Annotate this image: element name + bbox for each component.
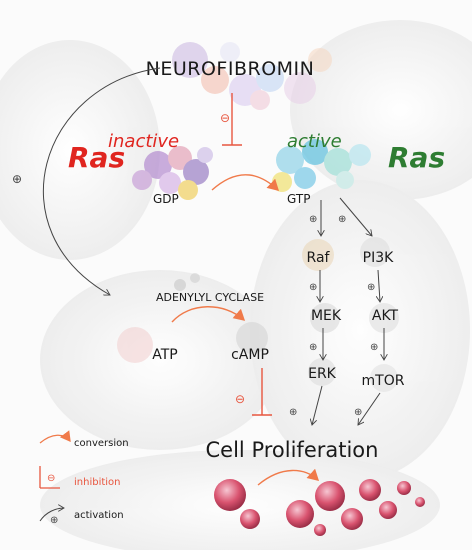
- svg-text:⊕: ⊕: [367, 282, 375, 293]
- raf-label: Raf: [307, 250, 331, 266]
- legend-activation-icon: ⊕: [39, 508, 64, 526]
- adenylyl-cyclase-label: ADENYLYL CYCLASE: [156, 291, 264, 304]
- svg-text:⊕: ⊕: [370, 342, 378, 353]
- camp-inhibits-proliferation: ⊖: [235, 368, 272, 416]
- gdp-label: GDP: [153, 192, 179, 206]
- erk-to-proliferation: ⊕: [289, 385, 323, 425]
- pi3k-label: PI3K: [363, 250, 394, 266]
- gtp-to-pi3k: ⊕: [338, 197, 372, 236]
- legend-inhibition-icon: ⊖: [39, 466, 60, 489]
- camp-label: cAMP: [231, 347, 269, 363]
- legend-activation-label: activation: [74, 510, 124, 521]
- atp-label: ATP: [152, 347, 177, 363]
- legend-conversion-icon: [39, 430, 71, 444]
- neurofibromin-activates-adenylyl-cyclase: ⊕: [12, 67, 161, 295]
- legend: conversion ⊖ inhibition ⊕ activation: [39, 430, 129, 526]
- svg-text:⊕: ⊕: [309, 342, 317, 353]
- inactive-label: inactive: [108, 131, 179, 152]
- mtor-label: mTOR: [362, 373, 405, 389]
- legend-inhibition-label: inhibition: [74, 477, 121, 488]
- raf-to-mek: ⊕: [309, 270, 320, 302]
- activate-symbol: ⊕: [12, 172, 22, 186]
- mek-label: MEK: [311, 308, 342, 324]
- mtor-to-proliferation: ⊕: [354, 392, 381, 425]
- mek-to-erk: ⊕: [309, 328, 323, 360]
- svg-text:⊕: ⊕: [309, 214, 317, 225]
- ras-inactive-molecule: [132, 146, 213, 200]
- neurofibromin-molecule: [172, 42, 332, 110]
- svg-text:⊕: ⊕: [50, 515, 58, 526]
- cell-proliferation-label: Cell Proliferation: [206, 438, 379, 462]
- svg-text:⊖: ⊖: [47, 473, 55, 484]
- ras-active-label: Ras: [388, 141, 445, 174]
- ras-inactive-label: Ras: [68, 141, 125, 174]
- ras-activation-arrow: [211, 174, 280, 191]
- inhibit-symbol: ⊖: [220, 111, 230, 125]
- svg-text:⊕: ⊕: [309, 282, 317, 293]
- active-label: active: [287, 131, 342, 152]
- pi3k-to-akt: ⊕: [367, 269, 380, 302]
- akt-label: AKT: [372, 308, 399, 324]
- gtp-to-raf: ⊕: [309, 200, 321, 236]
- svg-text:⊖: ⊖: [235, 392, 245, 406]
- cells-illustration: [214, 468, 425, 536]
- legend-conversion-label: conversion: [74, 438, 129, 449]
- erk-label: ERK: [308, 366, 337, 382]
- atp-to-camp-arrow: [171, 306, 246, 323]
- neurofibromin-inhibits-ras: ⊖: [220, 93, 242, 146]
- proliferation-arrow: [257, 468, 320, 486]
- pathway-molecules: [117, 237, 399, 392]
- svg-text:⊕: ⊕: [338, 214, 346, 225]
- akt-to-mtor: ⊕: [370, 328, 384, 360]
- svg-text:⊕: ⊕: [354, 407, 362, 418]
- svg-text:⊕: ⊕: [289, 407, 297, 418]
- ras-active-molecule: [272, 139, 371, 192]
- gtp-label: GTP: [287, 192, 310, 206]
- background-blobs: [0, 20, 472, 550]
- neurofibromin-label: NEUROFIBROMIN: [146, 58, 315, 80]
